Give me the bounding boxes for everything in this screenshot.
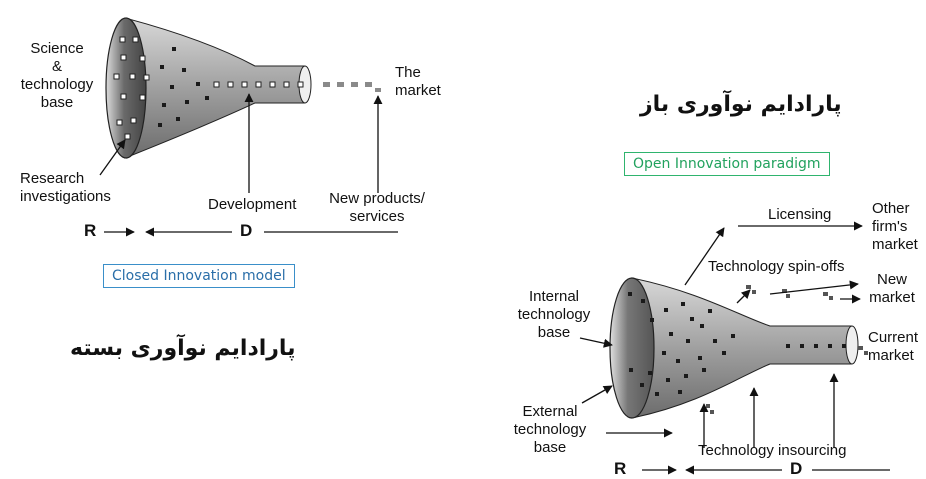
- new-products-line: New products/: [329, 190, 425, 207]
- open-d-label: D: [790, 459, 803, 478]
- current-market-label: Current market: [868, 329, 918, 365]
- new-products-line: services: [349, 208, 405, 225]
- other-market-line: Other: [872, 200, 910, 217]
- open-spinoff-dots: [706, 285, 868, 414]
- closed-funnel-dark-dots: [158, 47, 209, 127]
- open-persian-title: پارادایم نوآوری باز: [640, 92, 842, 117]
- open-arrows: [579, 221, 890, 475]
- closed-r-label: R: [84, 221, 97, 240]
- external-base-label: External technology base: [510, 403, 590, 457]
- science-base-line: Science: [30, 40, 84, 57]
- research-line: investigations: [20, 188, 111, 205]
- open-r-label: R: [614, 459, 627, 478]
- science-base-label: Science & technology base: [18, 40, 96, 112]
- new-products-label: New products/ services: [318, 190, 436, 226]
- open-funnel: [609, 277, 859, 419]
- science-base-line: base: [40, 94, 74, 111]
- research-line: Research: [20, 170, 85, 187]
- closed-market-line: The: [395, 64, 421, 81]
- other-market-line: market: [872, 236, 918, 253]
- internal-base-line: base: [537, 324, 571, 341]
- other-market-line: firm's: [872, 218, 908, 235]
- science-base-line: &: [51, 58, 62, 75]
- insourcing-label: Technology insourcing: [698, 442, 847, 459]
- external-base-line: base: [533, 439, 567, 456]
- closed-market-dashes: [323, 82, 381, 92]
- external-base-line: technology: [513, 421, 587, 438]
- closed-market-label: The market: [395, 64, 441, 100]
- licensing-label: Licensing: [768, 206, 832, 223]
- closed-persian-title: پارادایم نوآوری بسته: [70, 336, 296, 361]
- internal-base-line: technology: [517, 306, 591, 323]
- closed-d-label: D: [240, 221, 253, 240]
- spinoffs-label: Technology spin-offs: [708, 258, 845, 275]
- open-paradigm-box: Open Innovation paradigm: [624, 152, 830, 176]
- research-label: Research investigations: [20, 170, 111, 206]
- new-market-line: New: [876, 271, 907, 288]
- closed-market-line: market: [395, 82, 441, 99]
- external-base-line: External: [522, 403, 578, 420]
- science-base-line: technology: [20, 76, 94, 93]
- other-market-label: Other firm's market: [872, 200, 918, 254]
- new-market-label: New market: [866, 271, 918, 307]
- current-market-line: Current: [868, 329, 919, 346]
- current-market-line: market: [868, 347, 914, 364]
- closed-model-box: Closed Innovation model: [103, 264, 295, 288]
- internal-base-line: Internal: [528, 288, 580, 305]
- closed-funnel-dots: [113, 36, 304, 140]
- open-funnel-dots: [628, 292, 846, 396]
- development-label: Development: [208, 196, 297, 213]
- new-market-line: market: [869, 289, 915, 306]
- closed-arrows: [99, 93, 398, 237]
- internal-base-label: Internal technology base: [516, 288, 592, 342]
